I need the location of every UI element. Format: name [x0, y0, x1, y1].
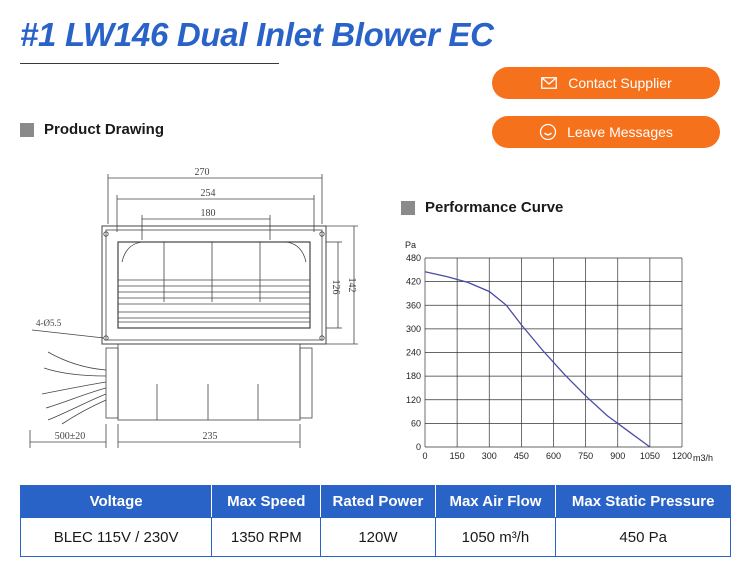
performance-curve-chart: Pa 0 60 120 180 240 300 360 420 480 0 150 300 450 60…	[405, 240, 713, 463]
leave-messages-button[interactable]: Leave Messages	[492, 116, 720, 148]
x-unit-label: m3/h	[693, 453, 713, 463]
leave-messages-label: Leave Messages	[567, 124, 673, 140]
contact-supplier-button[interactable]: Contact Supplier	[492, 67, 720, 99]
header-max-speed: Max Speed	[211, 485, 322, 518]
product-drawing: 270 254 180 126 142 4-Ø5.5 500±20 2	[29, 167, 358, 448]
dim-235-label: 235	[203, 431, 218, 442]
y-tick-label: 480	[406, 253, 421, 263]
contact-supplier-label: Contact Supplier	[568, 75, 672, 91]
cell-rated-power: 120W	[320, 517, 436, 557]
performance-series-line	[424, 271, 651, 448]
x-tick-label: 1200	[672, 451, 692, 461]
x-tick-label: 150	[450, 451, 465, 461]
y-tick-label: 300	[406, 324, 421, 334]
specs-table: Voltage Max Speed Rated Power Max Air Fl…	[19, 485, 731, 557]
y-tick-label: 120	[406, 395, 421, 405]
dim-270-label: 270	[195, 167, 210, 178]
title-underline	[20, 63, 279, 64]
dim-126-label: 126	[330, 280, 341, 295]
table-row: BLEC 115V / 230V 1350 RPM 120W 1050 m³/h…	[19, 517, 731, 557]
hole-note-label: 4-Ø5.5	[36, 318, 62, 328]
mail-icon	[540, 74, 558, 92]
cell-max-static-pressure: 450 Pa	[555, 517, 731, 557]
dim-254-label: 254	[201, 188, 216, 199]
header-max-static-pressure: Max Static Pressure	[555, 485, 731, 518]
product-drawing-title: Product Drawing	[44, 121, 165, 138]
dim-500-label: 500±20	[55, 431, 86, 442]
chat-smile-icon	[539, 123, 557, 141]
header-rated-power: Rated Power	[320, 485, 436, 518]
header-voltage: Voltage	[19, 485, 213, 518]
x-tick-label: 1050	[640, 451, 660, 461]
x-tick-label: 900	[610, 451, 625, 461]
y-tick-label: 180	[406, 371, 421, 381]
x-tick-label: 750	[578, 451, 593, 461]
header-max-air-flow: Max Air Flow	[434, 485, 557, 518]
y-tick-label: 420	[406, 277, 421, 287]
x-tick-label: 450	[514, 451, 529, 461]
cell-voltage: BLEC 115V / 230V	[19, 517, 213, 557]
y-tick-label: 60	[411, 418, 421, 428]
product-drawing-heading: Product Drawing	[20, 121, 164, 138]
y-tick-label: 240	[406, 348, 421, 358]
page-title: #1 LW146 Dual Inlet Blower EC	[20, 16, 494, 53]
y-unit-label: Pa	[405, 240, 416, 250]
cell-max-air-flow: 1050 m³/h	[434, 517, 557, 557]
dim-180-label: 180	[201, 208, 216, 219]
x-tick-label: 0	[422, 451, 427, 461]
performance-curve-heading: Performance Curve	[401, 199, 563, 216]
dim-142-label: 142	[346, 278, 357, 293]
section-marker-icon	[401, 200, 415, 215]
performance-curve-title: Performance Curve	[425, 199, 564, 216]
section-marker-icon	[20, 122, 34, 137]
y-tick-label: 0	[416, 442, 421, 452]
specs-header-row: Voltage Max Speed Rated Power Max Air Fl…	[19, 485, 731, 518]
x-tick-label: 300	[482, 451, 497, 461]
y-tick-label: 360	[406, 300, 421, 310]
x-tick-label: 600	[546, 451, 561, 461]
cell-max-speed: 1350 RPM	[211, 517, 322, 557]
